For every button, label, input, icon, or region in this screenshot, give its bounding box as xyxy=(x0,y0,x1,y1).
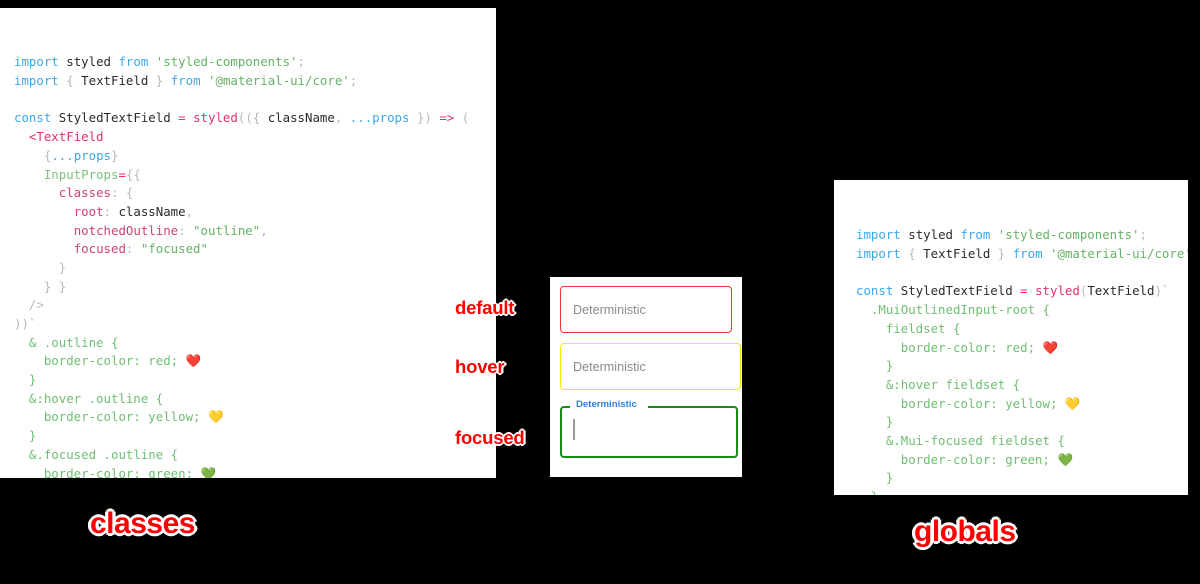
textfield-default[interactable]: Deterministic xyxy=(560,286,732,333)
textfield-placeholder-default: Deterministic xyxy=(573,302,646,317)
code-line: ))` xyxy=(14,316,37,332)
code-line: &:hover fieldset { xyxy=(885,376,1021,392)
code-line: } xyxy=(58,259,67,275)
caption-classes: classes xyxy=(90,507,195,540)
code-line: border-color: red; ❤️ xyxy=(900,339,1059,355)
code-line: border-color: green; 💚 xyxy=(43,465,217,478)
code-line: } xyxy=(885,414,894,430)
code-line: import { TextField } from '@material-ui/… xyxy=(856,246,1188,262)
code-line: import styled from 'styled-components'; xyxy=(14,54,305,70)
textfield-outline-default xyxy=(560,286,732,333)
code-line: } xyxy=(885,470,894,486)
code-panel-globals: import styled from 'styled-components'; i… xyxy=(834,180,1188,495)
code-line xyxy=(14,91,496,110)
code-line: import styled from 'styled-components'; xyxy=(856,227,1147,243)
code-line: const StyledTextField = styled(({ classN… xyxy=(14,110,470,126)
code-line: } } xyxy=(43,278,67,294)
code-line: focused: "focused" xyxy=(73,241,208,257)
code-line: /> xyxy=(28,297,44,313)
textfield-preview-panel: Deterministic Deterministic Deterministi… xyxy=(550,277,742,477)
code-panel-classes: import styled from 'styled-components'; i… xyxy=(0,8,496,478)
caption-globals: globals xyxy=(914,515,1016,548)
textfield-outline-focused xyxy=(560,406,738,458)
code-line: & .outline { xyxy=(28,334,119,350)
textfield-focused[interactable]: Deterministic xyxy=(560,399,738,458)
code-line: border-color: yellow; 💛 xyxy=(900,395,1081,411)
code-line: } xyxy=(28,372,37,388)
annotation-focused: focused xyxy=(455,427,525,448)
code-line: import { TextField } from '@material-ui/… xyxy=(14,73,358,89)
code-block-classes: import styled from 'styled-components'; i… xyxy=(14,53,496,478)
code-line: classes: { xyxy=(58,185,134,201)
code-line: &.Mui-focused fieldset { xyxy=(885,432,1065,448)
code-line: {...props} xyxy=(43,147,119,163)
code-line: border-color: green; 💚 xyxy=(900,451,1074,467)
code-line: &:hover .outline { xyxy=(28,390,164,406)
textfield-floating-label: Deterministic xyxy=(573,399,640,410)
textfield-outline-hover xyxy=(560,343,741,390)
textfield-placeholder-hover: Deterministic xyxy=(573,359,646,374)
code-line: fieldset { xyxy=(885,320,961,336)
code-line: .MuiOutlinedInput-root { xyxy=(870,302,1050,318)
code-line: } xyxy=(885,358,894,374)
code-line: } xyxy=(28,428,37,444)
code-line: InputProps={{ xyxy=(43,166,141,182)
code-line: border-color: red; ❤️ xyxy=(43,353,202,369)
code-line: } xyxy=(856,488,1188,495)
code-line: notchedOutline: "outline", xyxy=(73,222,268,238)
text-cursor-icon xyxy=(573,419,575,440)
code-block-globals: import styled from 'styled-components'; i… xyxy=(856,226,1188,495)
code-line: <TextField xyxy=(28,129,104,145)
code-line: root: className, xyxy=(73,203,194,219)
code-line: const StyledTextField = styled(TextField… xyxy=(856,283,1170,299)
code-line: &.focused .outline { xyxy=(28,446,179,462)
code-line xyxy=(856,264,1188,283)
annotation-hover: hover xyxy=(455,356,505,377)
textfield-hover[interactable]: Deterministic xyxy=(560,343,741,390)
code-line: border-color: yellow; 💛 xyxy=(43,409,224,425)
annotation-default: default xyxy=(455,297,515,318)
